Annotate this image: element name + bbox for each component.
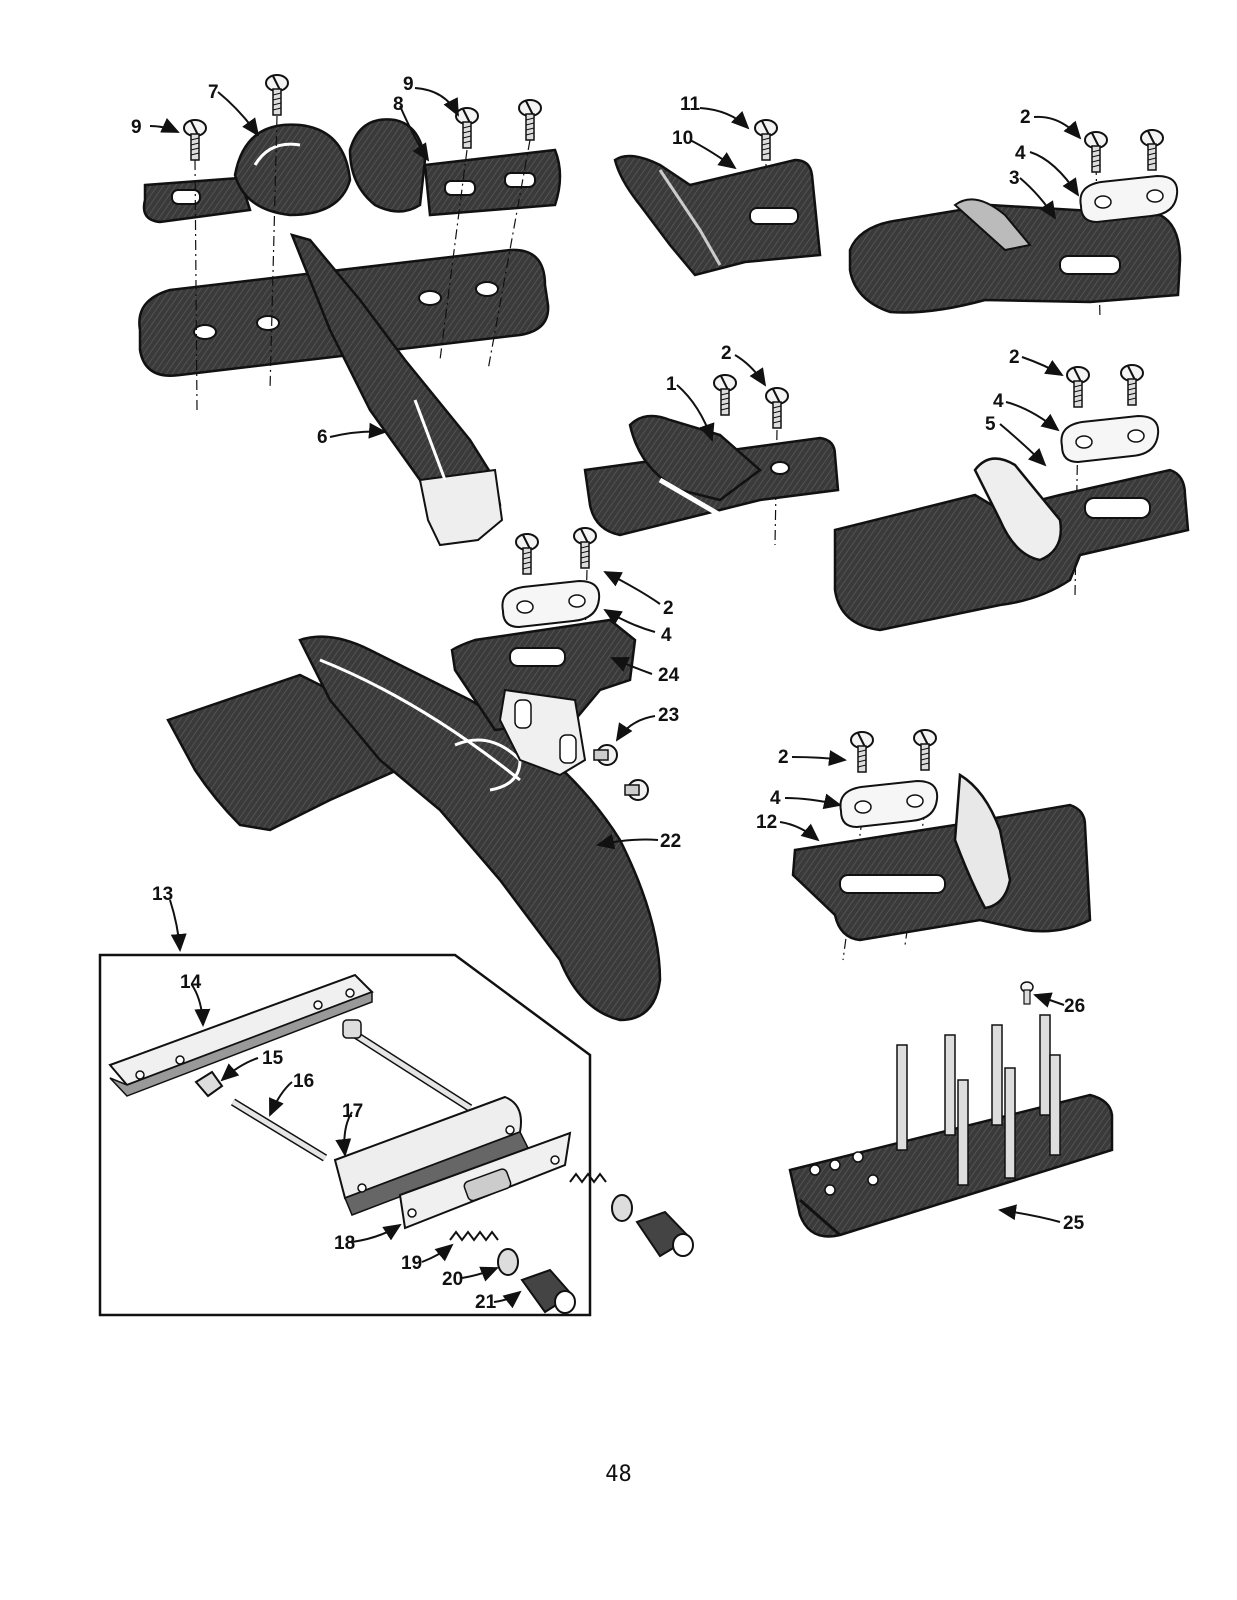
part-9-screw: [183, 119, 207, 161]
part-2-screw: [913, 729, 937, 771]
part-21-tension-nut: [520, 1210, 694, 1314]
part-2-screw: [850, 731, 874, 773]
part-23-screw: [593, 744, 649, 801]
part-2-screw: [765, 387, 789, 429]
part-19-spring: [449, 1172, 607, 1242]
part-8-binder-scroll: [348, 118, 562, 217]
part-4-washer: [1060, 415, 1160, 463]
callout-13: 13: [152, 884, 173, 905]
callout-20: 20: [442, 1269, 463, 1290]
callout-23: 23: [658, 705, 679, 726]
part-14-bar: [108, 973, 374, 1097]
callout-6: 6: [317, 427, 328, 448]
part-9-screw: [265, 74, 289, 116]
callout-3: 3: [1009, 168, 1020, 189]
part-17-tension-plate: [333, 1095, 530, 1216]
callout-labels: 9 7 9 8 11 10 2 4 3 6 1 2 2 4 5 2 4 24 2…: [131, 74, 1085, 1313]
part-16-stud: [230, 1019, 473, 1162]
part-22-binder: [166, 635, 662, 1022]
part-20-washer: [497, 1194, 633, 1276]
callout-12: 12: [756, 812, 777, 833]
part-2-screw: [1066, 366, 1090, 408]
part-2-screw: [515, 533, 539, 575]
callout-25: 25: [1063, 1213, 1085, 1234]
part-6-binder-assembly: [138, 233, 550, 547]
part-3-hemmer: [848, 198, 1182, 314]
part-2-screw: [1084, 131, 1108, 173]
callout-17: 17: [342, 1101, 363, 1122]
part-13-assembly-box: [98, 953, 592, 1317]
callout-8: 8: [393, 94, 404, 115]
part-18-tension-plate: [398, 1131, 572, 1230]
callout-9: 9: [403, 74, 414, 95]
callout-2: 2: [663, 598, 674, 619]
callout-2: 2: [778, 747, 789, 768]
callout-14: 14: [180, 972, 202, 993]
part-15-nut: [194, 1070, 224, 1098]
part-2-screw: [573, 527, 597, 569]
part-7-binder-scroll: [142, 123, 352, 224]
callout-15: 15: [262, 1048, 284, 1069]
part-5-hemmer: [833, 457, 1190, 632]
part-1-hemmer: [583, 414, 840, 537]
callout-5: 5: [985, 414, 996, 435]
callout-2: 2: [1009, 347, 1020, 368]
part-4-washer: [501, 580, 601, 628]
callout-9: 9: [131, 117, 142, 138]
part-4-washer: [839, 780, 939, 828]
callout-4: 4: [1015, 143, 1026, 164]
callout-2: 2: [1020, 107, 1031, 128]
page-number: 48: [605, 1462, 632, 1487]
part-11-screw: [754, 119, 778, 161]
part-12-hemmer: [791, 772, 1092, 942]
part-2-screw: [713, 374, 737, 416]
callout-22: 22: [660, 831, 681, 852]
part-2-screw: [1140, 129, 1164, 171]
callout-4: 4: [993, 391, 1004, 412]
callout-4: 4: [661, 625, 672, 646]
part-2-screw: [1120, 364, 1144, 406]
part-10-hemmer: [613, 154, 822, 277]
part-26-screw: [1020, 981, 1034, 1005]
part-25-spool-holder: [788, 1014, 1114, 1238]
callout-10: 10: [672, 128, 693, 149]
callout-21: 21: [475, 1292, 497, 1313]
callout-7: 7: [208, 82, 219, 103]
callout-2: 2: [721, 343, 732, 364]
leader-lines: [149, 87, 1082, 1309]
part-9-screw: [518, 99, 542, 141]
callout-19: 19: [401, 1253, 422, 1274]
callout-24: 24: [658, 665, 680, 686]
callout-4: 4: [770, 788, 781, 809]
callout-26: 26: [1064, 996, 1085, 1017]
callout-18: 18: [334, 1233, 355, 1254]
part-24-bracket: [450, 618, 637, 777]
callout-16: 16: [293, 1071, 314, 1092]
part-9-screw: [455, 107, 479, 149]
callout-11: 11: [680, 94, 701, 115]
callout-1: 1: [666, 374, 677, 395]
